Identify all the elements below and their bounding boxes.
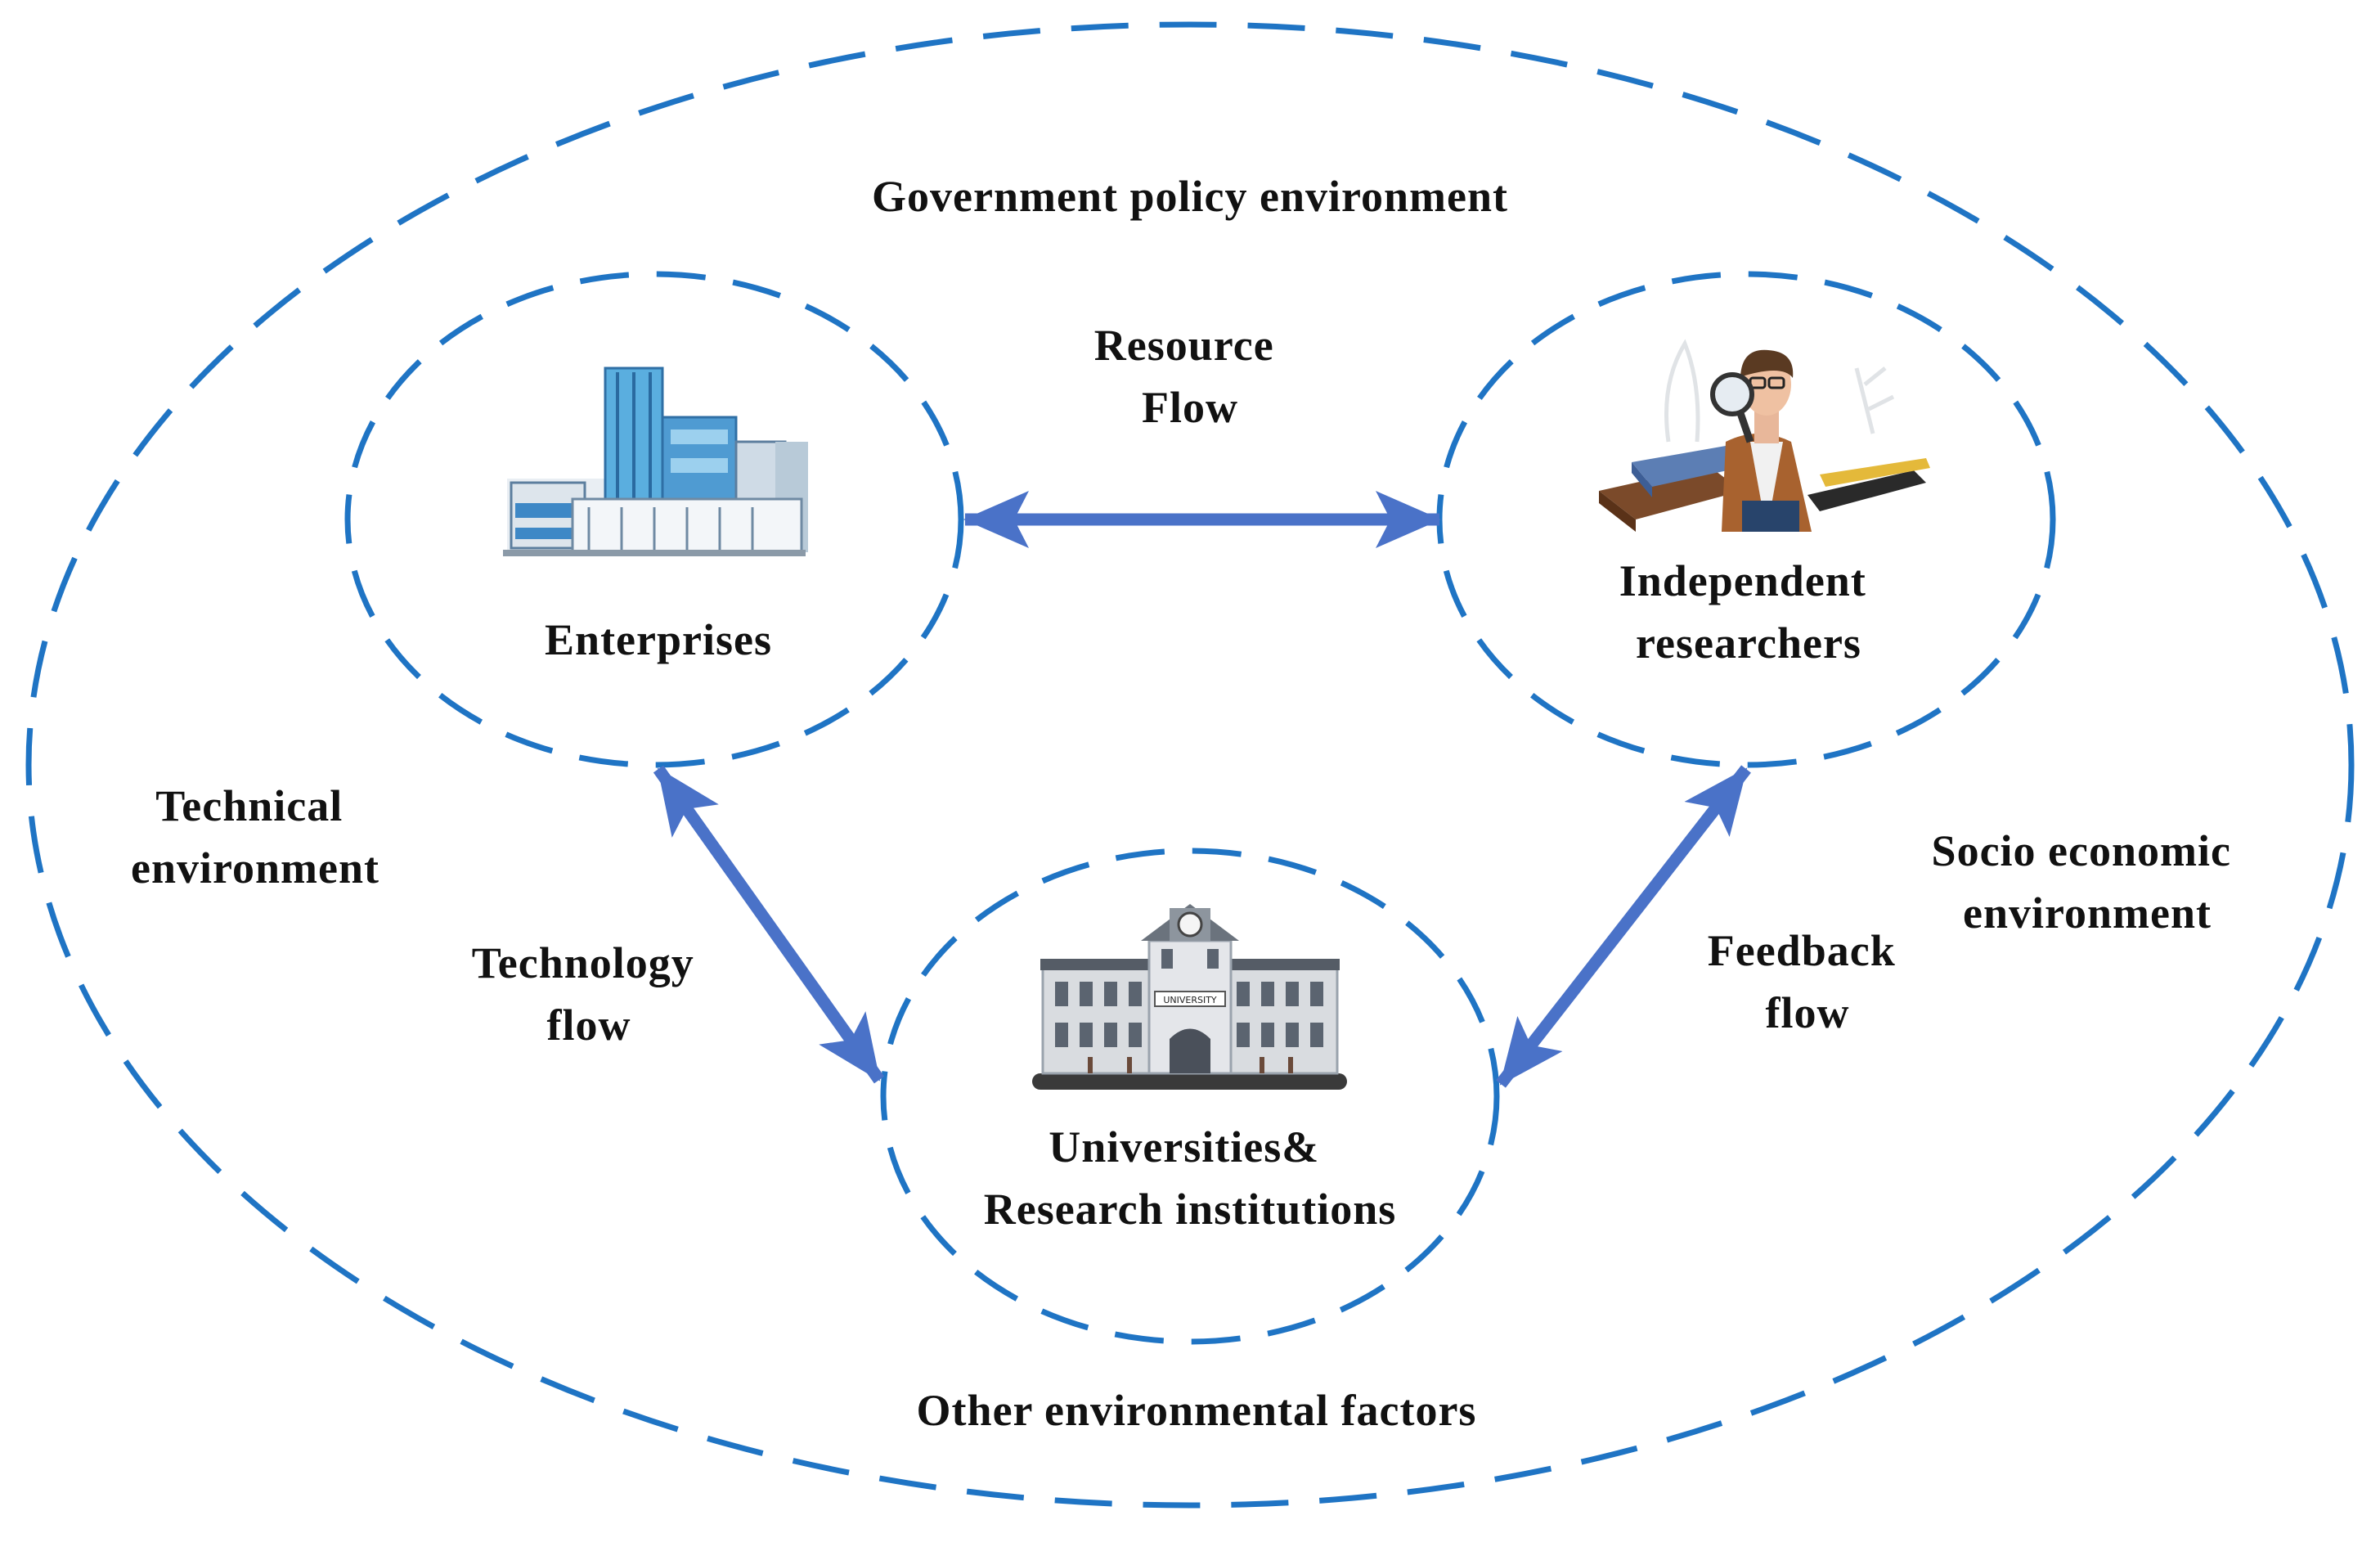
socio-economic-environment-label: Socio economic environment: [1932, 826, 2243, 938]
other-environmental-factors-label: Other environmental factors: [917, 1386, 1477, 1435]
resource-flow-label: Resource Flow: [1094, 321, 1286, 432]
feedback-flow-label: Feedback flow: [1708, 926, 1908, 1037]
technology-flow-arrow: [653, 765, 885, 1084]
universities-research-label: Universities& Research institutions: [984, 1122, 1397, 1234]
outer-environment-boundary: [25, 21, 2355, 1509]
university-sign: UNIVERSITY: [1163, 995, 1217, 1005]
researcher-with-books-icon: [1599, 339, 1930, 532]
universities-circle: [880, 848, 1500, 1345]
technical-environment-label: Technical environment: [131, 781, 379, 893]
enterprises-label: Enterprises: [545, 615, 772, 664]
technology-flow-label: Technology flow: [472, 938, 707, 1050]
enterprises-circle: [344, 271, 964, 768]
feedback-flow-arrow: [1496, 765, 1751, 1088]
government-policy-label: Government policy environment: [872, 172, 1508, 221]
independent-researchers-label: Independent researchers: [1619, 556, 1879, 668]
office-buildings-icon: [503, 367, 808, 556]
university-building-icon: UNIVERSITY: [1032, 904, 1347, 1090]
